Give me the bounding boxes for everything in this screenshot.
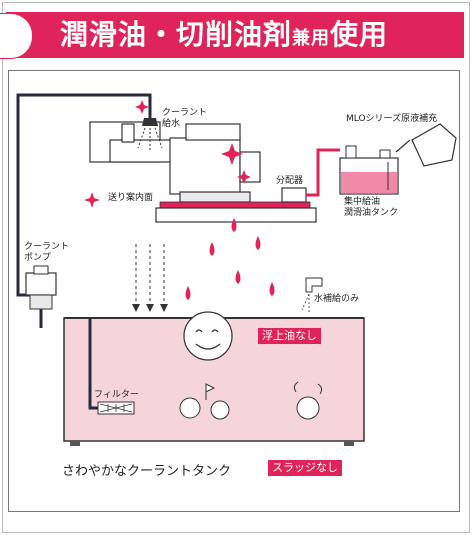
title-small: 兼用 xyxy=(292,28,331,49)
machine-head xyxy=(89,121,261,203)
coolant-nozzle xyxy=(137,118,163,150)
distributor xyxy=(281,148,340,203)
page-title: 潤滑油・切削油剤兼用使用 xyxy=(60,12,460,58)
label-mlo-refill: MLOシリーズ原液補充 xyxy=(346,114,438,124)
tank-caption: さわやかなクーラントタンク xyxy=(62,464,232,479)
arrow-heads xyxy=(132,304,168,312)
label-feed-guide: 送り案内面 xyxy=(108,193,154,203)
label-distributor: 分配器 xyxy=(276,176,304,186)
refill-jug xyxy=(395,123,457,167)
sludge-characters xyxy=(179,381,323,420)
badge-no-floating-oil: 浮上油なし xyxy=(258,328,321,344)
label-coolant-supply: クーラント 給水 xyxy=(162,108,208,129)
label-filter: フィルター xyxy=(94,390,139,400)
title-main: 潤滑油・切削油剤 xyxy=(60,18,293,51)
feed-guide xyxy=(155,201,317,223)
coolant-pump xyxy=(25,265,57,328)
smiley-face xyxy=(183,311,233,361)
water-faucet xyxy=(301,277,323,312)
label-central-tank: 集中給油 潤滑油タンク xyxy=(344,197,399,218)
label-coolant-pump: クーラント ポンプ xyxy=(24,242,70,263)
title-tail: 使用 xyxy=(330,18,389,51)
label-water-only: 水補給のみ xyxy=(314,294,360,304)
title-banner xyxy=(6,12,464,58)
central-oil-tank xyxy=(339,145,399,195)
badge-no-sludge: スラッジなし xyxy=(268,460,342,476)
oil-drops xyxy=(185,218,275,300)
flow-arrows xyxy=(135,244,165,306)
sparkle-icons xyxy=(84,100,251,208)
filter-assembly xyxy=(88,318,135,415)
coolant-pipe xyxy=(16,93,152,297)
